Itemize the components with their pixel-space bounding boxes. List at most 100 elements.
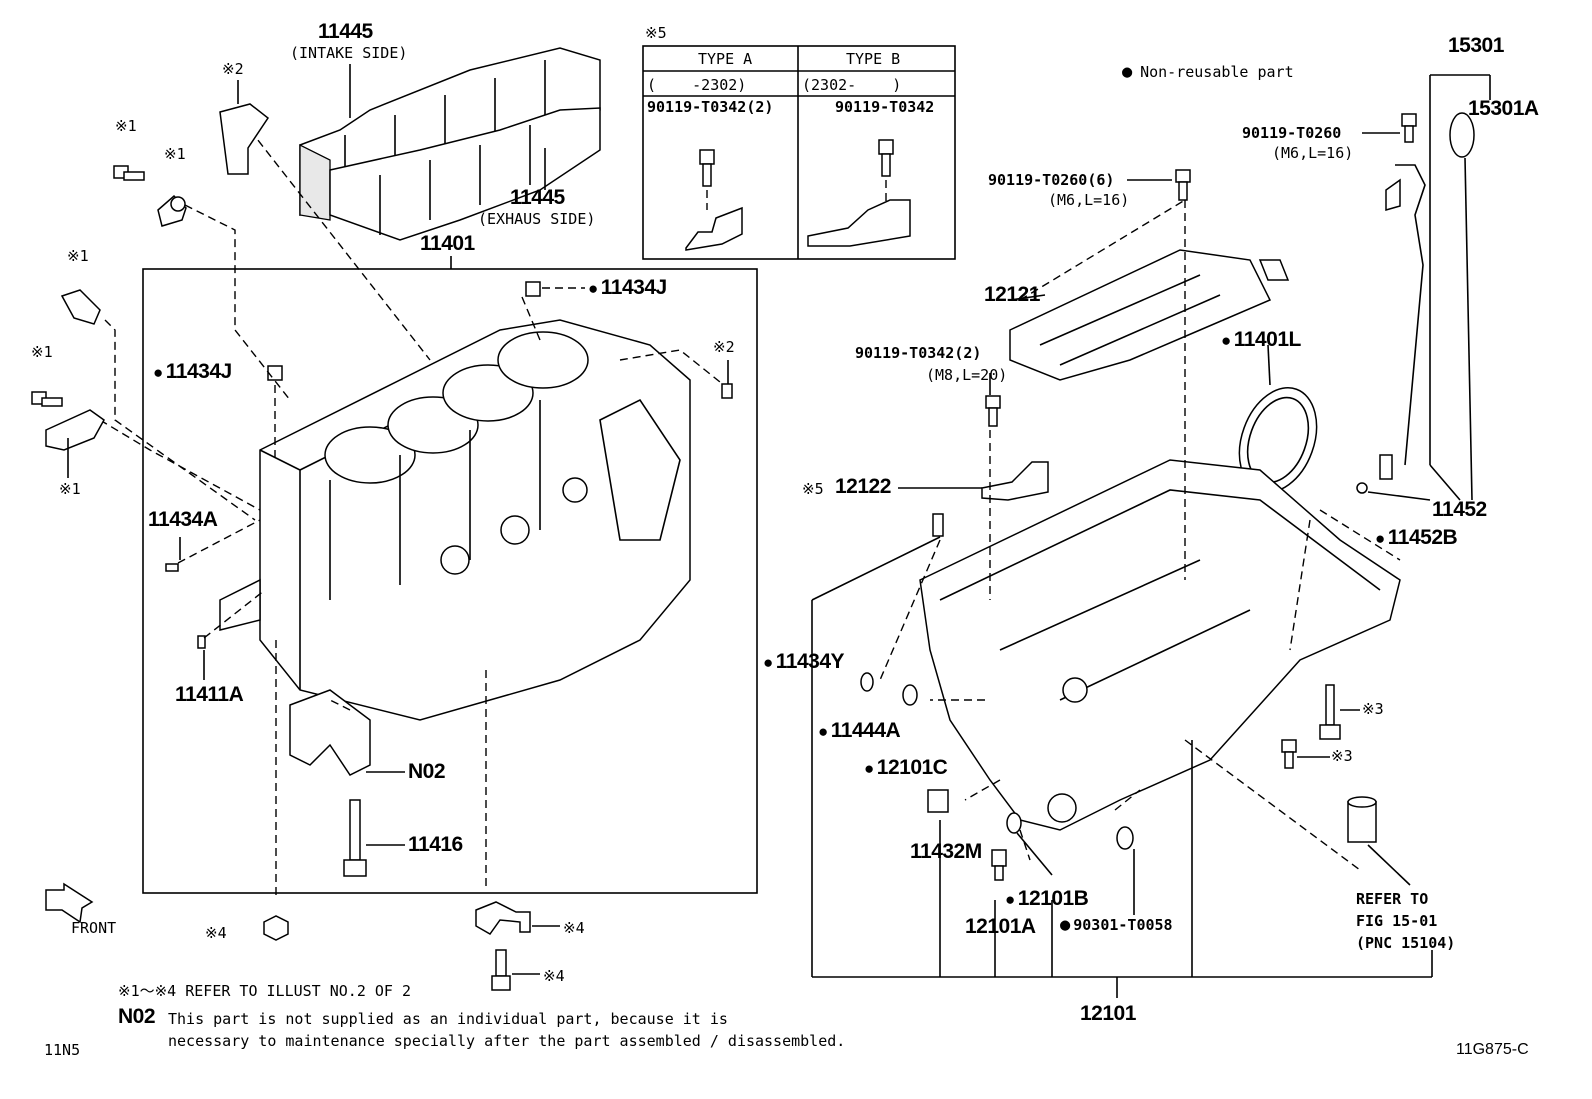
label-12101C: 12101C [864, 756, 948, 780]
cap-bolt-icon [343, 799, 367, 877]
ref-r4-a: ※4 [205, 924, 227, 942]
label-11434J-left: 11434J [153, 360, 232, 384]
label-12121: 12121 [984, 283, 1040, 306]
ref-r1-e: ※1 [59, 480, 81, 498]
refer-line-3: (PNC 15104) [1356, 934, 1456, 952]
gasket-90301-T0058-icon [1116, 826, 1134, 850]
type-a-part: 90119-T0342(2) [647, 98, 774, 116]
bolt-r3-a-icon [1319, 684, 1341, 740]
label-11416: 11416 [408, 833, 463, 856]
o-ring-11452B-icon [1356, 482, 1368, 494]
bolt-r3-b-icon [1281, 739, 1297, 769]
label-11411A: 11411A [175, 683, 244, 706]
ref-r1-c: ※1 [67, 247, 89, 265]
type-table-caption: ※5 [645, 24, 667, 42]
bolt-r4-c-icon [491, 949, 511, 991]
n02-line-1: This part is not supplied as an individu… [168, 1010, 728, 1028]
bracket-r1-b-icon [157, 194, 187, 227]
label-12101A: 12101A [965, 915, 1036, 938]
ref-r3-a: ※3 [1362, 700, 1384, 718]
label-11444A: 11444A [818, 719, 901, 743]
plug-11432M-icon [927, 789, 949, 813]
refer-note: ※1～※4 REFER TO ILLUST NO.2 OF 2 [118, 982, 411, 1000]
drawing-code: 11G875-C [1456, 1041, 1529, 1058]
label-90119-T0342-2-sub: (M8,L=20) [926, 366, 1008, 384]
label-90119-T0342-2: 90119-T0342(2) [855, 344, 982, 362]
dot-icon: ● [1122, 62, 1133, 82]
label-11452B: 11452B [1375, 526, 1458, 550]
type-a-bracket-icon [685, 206, 743, 251]
bolt-90119-T0260-6-icon [1175, 169, 1191, 201]
label-11432M: 11432M [910, 840, 982, 863]
label-11401L: 11401L [1221, 328, 1302, 352]
type-a-bolt-icon [699, 149, 715, 210]
plug-r2-b-icon [721, 383, 733, 399]
legend-text: Non-reusable part [1140, 63, 1294, 81]
dipstick-guide-icon [1379, 164, 1426, 480]
bracket-12122-icon [981, 461, 1049, 501]
dipstick-icon [1449, 112, 1475, 501]
label-intake-side: (INTAKE SIDE) [290, 44, 408, 62]
label-15301A: 15301A [1468, 97, 1539, 120]
label-11434J-top: 11434J [588, 276, 667, 300]
label-11401: 11401 [420, 232, 475, 255]
o-ring-12101C-icon [902, 684, 918, 706]
label-11434Y: 11434Y [763, 650, 845, 674]
type-b-header: TYPE B [846, 50, 901, 68]
type-b-part: 90119-T0342 [835, 98, 935, 116]
label-front: FRONT [71, 919, 117, 937]
oil-pan-baffle-icon [1009, 249, 1290, 381]
type-a-header: TYPE A [698, 50, 753, 68]
label-11434A: 11434A [148, 508, 218, 531]
type-b-bolt-icon [878, 139, 894, 210]
bracket-r1-e-icon [45, 409, 105, 451]
bracket-r4-b-icon [475, 901, 531, 935]
bolt-90119-T0342-2-icon [985, 395, 1001, 427]
sensor-r1-c-icon [60, 289, 101, 325]
oil-filter-icon [1347, 796, 1377, 843]
ref-r1-d: ※1 [31, 343, 53, 361]
bolt-r1-d-icon [31, 391, 63, 407]
bearing-cap-icon [289, 689, 371, 776]
ref-r5: ※5 [802, 480, 824, 498]
o-ring-11444A-icon [860, 672, 874, 692]
ref-r4-c: ※4 [543, 967, 565, 985]
type-table-frame [642, 45, 956, 260]
label-12122: 12122 [835, 475, 891, 498]
bracket-r2-a-icon [219, 103, 270, 175]
type-a-range: ( -2302) [647, 76, 747, 94]
dowel-11434Y-icon [932, 513, 944, 537]
ref-r2-a: ※2 [222, 60, 244, 78]
block-frame [142, 268, 758, 894]
label-15301: 15301 [1448, 34, 1504, 57]
pin-11434A-icon [165, 563, 179, 572]
label-11445-intake: 11445 [318, 20, 373, 43]
front-arrow-icon [45, 882, 94, 924]
drain-plug-12101A-icon [991, 849, 1007, 881]
page-code: 11N5 [44, 1041, 81, 1059]
nut-r4-a-icon [263, 915, 289, 941]
pin-11411A-icon [197, 635, 206, 649]
legend-nonreusable: ● Non-reusable part [1122, 62, 1294, 82]
refer-line-2: FIG 15-01 [1356, 912, 1438, 930]
dowel-11434J-top-icon [525, 281, 541, 297]
ref-r1-b: ※1 [164, 145, 186, 163]
label-90119-T0260-sub: (M6,L=16) [1272, 144, 1354, 162]
label-12101B: 12101B [1005, 887, 1089, 911]
label-11445-exhaust: 11445 [510, 186, 565, 209]
label-12101: 12101 [1080, 1002, 1136, 1025]
ref-r2-b: ※2 [713, 338, 735, 356]
n02-code: N02 [118, 1005, 156, 1028]
ref-r1-a: ※1 [115, 117, 137, 135]
refer-line-1: REFER TO [1356, 890, 1429, 908]
gasket-12101B-icon [1006, 812, 1022, 834]
label-90119-T0260: 90119-T0260 [1242, 124, 1342, 142]
bolt-r1-a-icon [113, 165, 145, 181]
label-11452: 11452 [1432, 498, 1487, 521]
label-N02: N02 [408, 760, 446, 783]
ref-r3-b: ※3 [1331, 747, 1353, 765]
dowel-11434J-left-icon [267, 365, 283, 381]
bearing-shells-exhaust-icon [329, 107, 601, 241]
